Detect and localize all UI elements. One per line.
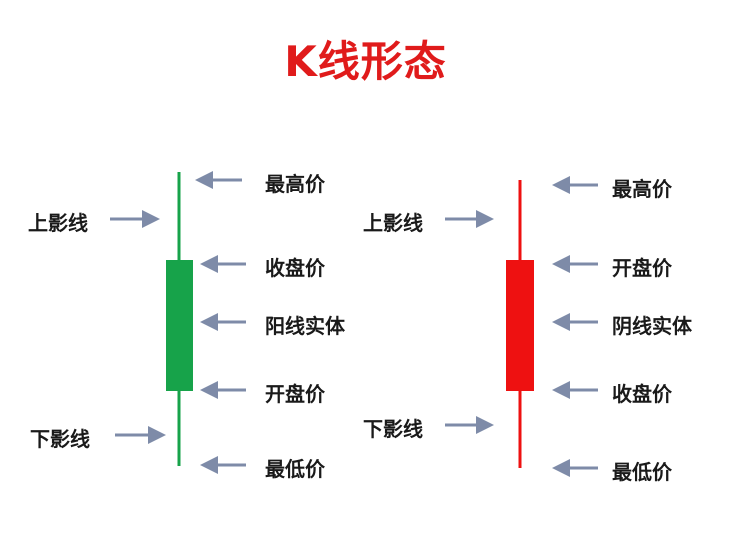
left-candle-body <box>166 260 193 391</box>
right-candle-body <box>506 260 534 391</box>
left-label-close: 收盘价 <box>265 256 325 280</box>
left-label-upper-shadow: 上影线 <box>28 211 88 235</box>
right-label-low: 最低价 <box>612 460 672 484</box>
page-title: K线形态 <box>284 37 447 86</box>
left-label-open: 开盘价 <box>265 382 325 406</box>
right-label-lower-shadow: 下影线 <box>363 417 423 441</box>
right-label-body: 阴线实体 <box>612 314 692 338</box>
left-label-lower-shadow: 下影线 <box>30 427 90 451</box>
right-label-open: 开盘价 <box>612 256 672 280</box>
right-label-high: 最高价 <box>612 177 672 201</box>
left-label-low: 最低价 <box>265 457 325 481</box>
right-label-upper-shadow: 上影线 <box>363 211 423 235</box>
left-label-high: 最高价 <box>265 172 325 196</box>
left-label-body: 阳线实体 <box>265 314 345 338</box>
right-label-close: 收盘价 <box>612 382 672 406</box>
